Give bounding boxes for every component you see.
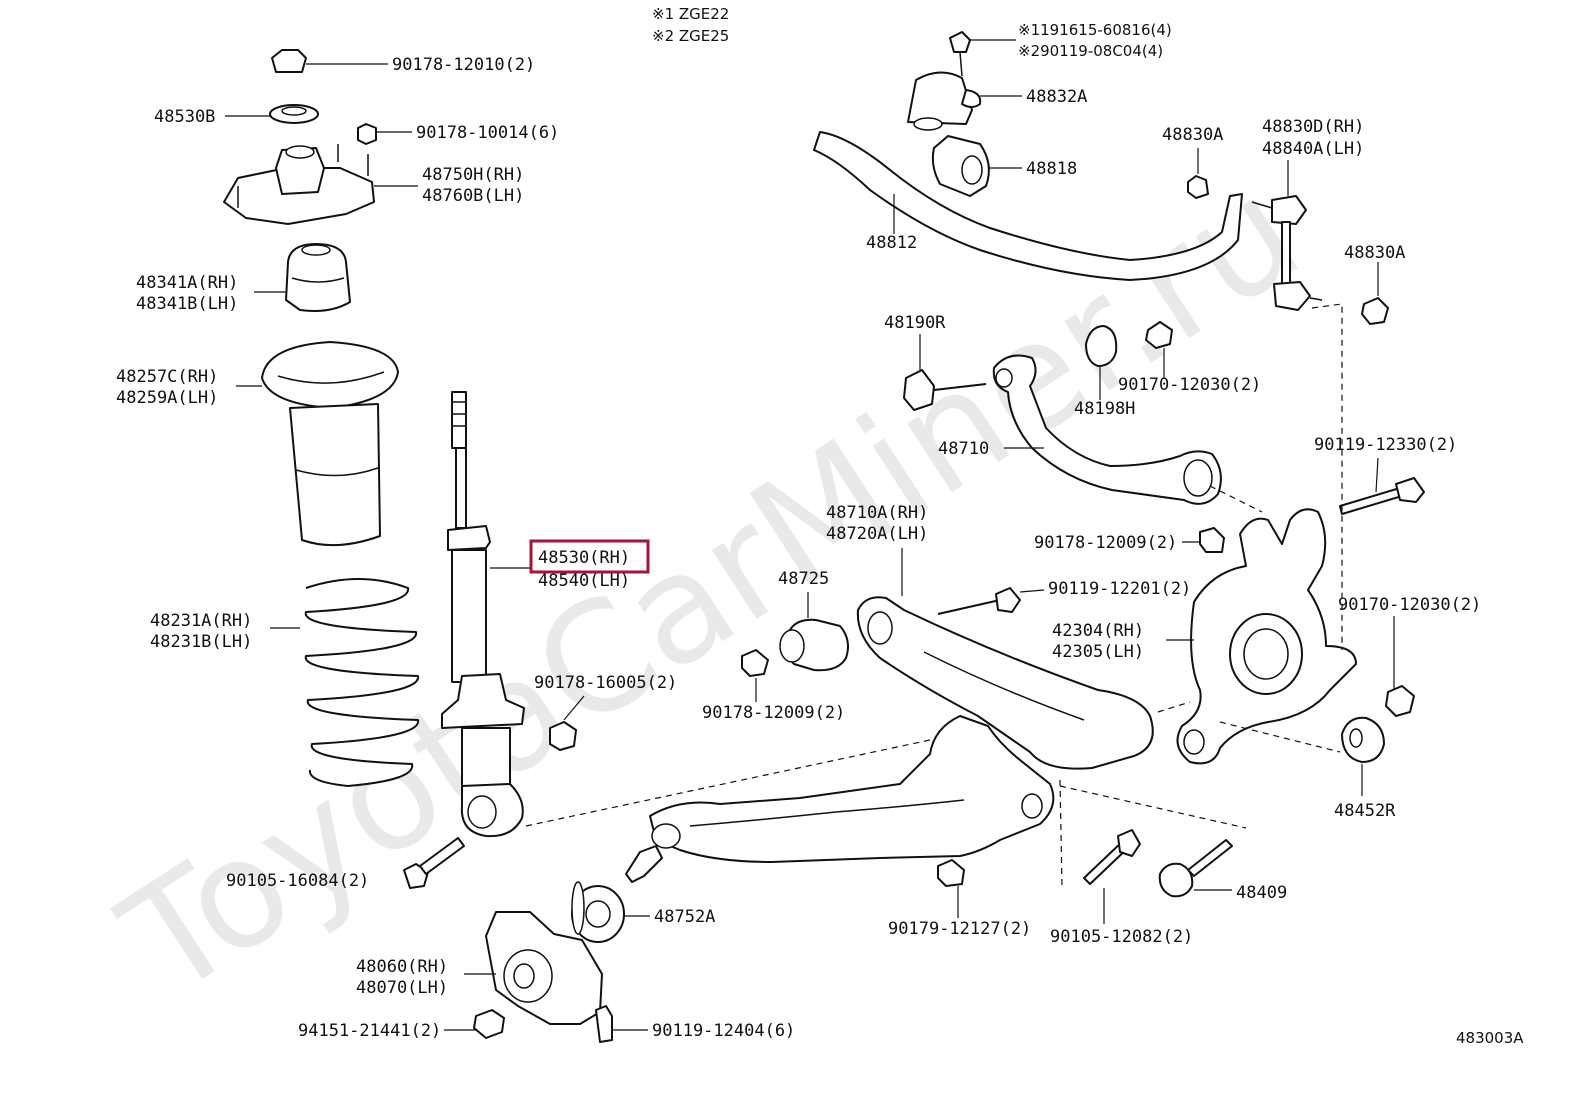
variant-note-1: ※1 ZGE22 (652, 5, 729, 23)
label-48750h: 48750H(RH) (422, 165, 524, 185)
dashed-line-2 (1209, 485, 1263, 513)
trailing-arm-main[interactable] (625, 715, 1055, 883)
stabilizer-bar-48812[interactable] (813, 131, 1243, 281)
label-90170-12030-top: 90170-12030(2) (1118, 375, 1261, 395)
label-90119-12201: 90119-12201(2) (1048, 579, 1191, 599)
label-48530b: 48530B (154, 107, 215, 127)
nut-94151[interactable] (444, 1009, 505, 1039)
label-48832a: 48832A (1026, 87, 1087, 107)
label-48752a: 48752A (654, 907, 715, 927)
bushing-48818[interactable] (931, 135, 1022, 197)
label-48830a-right: 48830A (1344, 243, 1405, 263)
label-90178-16005: 90178-16005(2) (534, 673, 677, 693)
bolt-90119-12404[interactable] (595, 1005, 648, 1043)
label-94151-21441: 94151-21441(2) (298, 1021, 441, 1041)
label-48198h: 48198H (1074, 399, 1135, 419)
bolt-90119-12330[interactable] (1339, 457, 1425, 515)
label-90178-12010: 90178-12010(2) (392, 55, 535, 75)
bushing-48725[interactable] (779, 592, 849, 672)
nut-small[interactable] (357, 123, 412, 145)
bolt-shock-lower[interactable] (403, 837, 465, 889)
label-48060: 48060(RH) (356, 957, 448, 977)
shock-absorber-48530[interactable] (441, 391, 530, 838)
label-48409: 48409 (1236, 883, 1287, 903)
nut-shock-lower[interactable] (549, 695, 585, 751)
variant-note-2: ※2 ZGE25 (652, 27, 729, 45)
knuckle-42304[interactable] (1166, 508, 1357, 765)
bolt-90105-12082[interactable] (1083, 829, 1141, 924)
label-42305: 42305(LH) (1052, 642, 1144, 662)
label-90178-12009-right: 90178-12009(2) (1034, 533, 1177, 553)
label-48259a: 48259A(LH) (116, 388, 218, 408)
label-48190r: 48190R (884, 313, 946, 333)
nut-90178-12009-left[interactable] (741, 649, 769, 702)
label-90170-12030-right: 90170-12030(2) (1338, 595, 1481, 615)
label-90119-12404: 90119-12404(6) (652, 1021, 795, 1041)
lower-arm-48710a[interactable] (856, 548, 1154, 770)
label-90119-12330: 90119-12330(2) (1314, 435, 1457, 455)
label-48812: 48812 (866, 233, 917, 253)
label-90178-10014: 90178-10014(6) (416, 123, 559, 143)
label-90105-12082: 90105-12082(2) (1050, 927, 1193, 947)
dashed-line-4 (1157, 701, 1191, 713)
label-48530[interactable]: 48530(RH) (538, 548, 630, 568)
mount-seat-48530b[interactable] (225, 104, 319, 124)
upper-arm-48710[interactable] (992, 354, 1222, 505)
coil-spring-48231a[interactable] (270, 578, 420, 787)
label-48710a: 48710A(RH) (826, 503, 928, 523)
label-48725: 48725 (778, 569, 829, 589)
label-90179-12127: 90179-12127(2) (888, 919, 1031, 939)
label-191615: ※1191615-60816(4) (1018, 21, 1172, 39)
nut-90178-12009-right[interactable] (1182, 527, 1225, 553)
highlight-box (529, 539, 650, 574)
label-42304: 42304(RH) (1052, 621, 1144, 641)
bushing-48752a[interactable] (571, 881, 650, 943)
bracket-48832a[interactable] (907, 71, 1022, 131)
label-90178-12009-left: 90178-12009(2) (702, 703, 845, 723)
nut-90170-top[interactable] (1145, 321, 1173, 378)
label-48840a: 48840A(LH) (1262, 139, 1364, 159)
upper-support-48750h[interactable] (223, 144, 418, 225)
bump-stopper-48341a[interactable] (254, 243, 351, 312)
label-48540: 48540(LH) (538, 571, 630, 591)
label-90119-08c04: ※290119-08C04(4) (1018, 42, 1163, 60)
nut-48830a-right[interactable] (1361, 262, 1389, 325)
bolt-48409[interactable] (1158, 839, 1233, 898)
label-48720a: 48720A(LH) (826, 524, 928, 544)
label-48257c: 48257C(RH) (116, 367, 218, 387)
nut-48830a-top[interactable] (1187, 148, 1209, 199)
bracket-48060[interactable] (464, 911, 603, 1025)
label-48070: 48070(LH) (356, 978, 448, 998)
bolt-90119-12201[interactable] (937, 587, 1045, 615)
label-90105-16084: 90105-16084(2) (226, 871, 369, 891)
cam-48198h[interactable] (1085, 325, 1118, 400)
label-48231b: 48231B(LH) (150, 632, 252, 652)
bolt-191615[interactable] (949, 31, 1016, 77)
label-48341b: 48341B(LH) (136, 294, 238, 314)
nut-90170-right[interactable] (1385, 616, 1415, 717)
stabilizer-link-48830d[interactable] (1251, 160, 1323, 311)
label-48341a: 48341A(RH) (136, 273, 238, 293)
label-48830a-top: 48830A (1162, 125, 1223, 145)
label-48710: 48710 (938, 439, 989, 459)
label-48452r: 48452R (1334, 801, 1396, 821)
label-48818: 48818 (1026, 159, 1077, 179)
dashed-line-6 (1059, 779, 1063, 887)
diagram-code: 483003A (1456, 1029, 1524, 1047)
dashed-line-7 (1059, 785, 1247, 829)
dashed-line-5 (1219, 721, 1341, 753)
label-48231a: 48231A(RH) (150, 611, 252, 631)
nut-90179[interactable] (937, 859, 965, 918)
label-48830d: 48830D(RH) (1262, 117, 1364, 137)
cam-bolt-48190r[interactable] (903, 334, 987, 411)
bushing-48452r[interactable] (1341, 716, 1385, 796)
label-48760b: 48760B(LH) (422, 186, 524, 206)
dashed-line-3 (525, 739, 931, 827)
nut-top[interactable] (271, 49, 388, 73)
coil-spring-insulator-48257c[interactable] (236, 341, 399, 547)
